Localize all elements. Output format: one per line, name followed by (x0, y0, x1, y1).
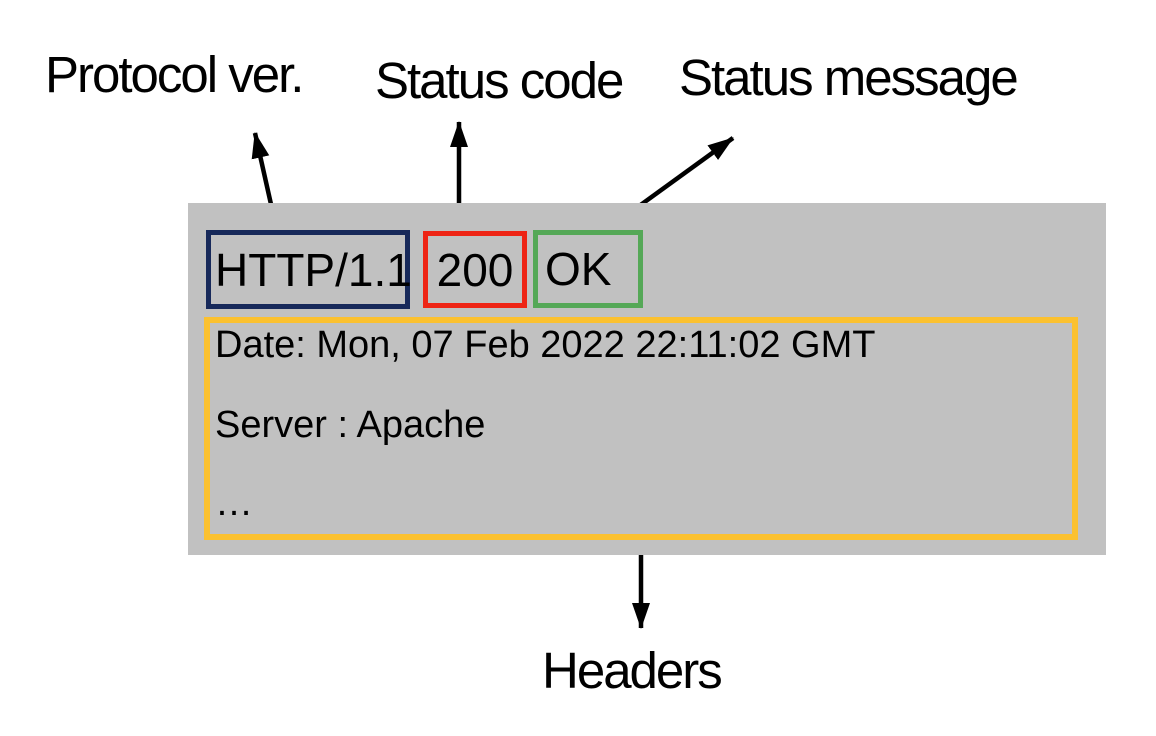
headers-box: Date: Mon, 07 Feb 2022 22:11:02 GMT Serv… (204, 317, 1078, 540)
status-code-value: 200 (436, 243, 514, 296)
protocol-version-box: HTTP/1.1 (206, 230, 412, 309)
status-message-box: OK (533, 230, 643, 308)
protocol-version-label: Protocol ver. (45, 46, 304, 103)
status-message-value: OK (545, 243, 612, 295)
protocol-version-value: HTTP/1.1 (215, 243, 412, 296)
header-line-date: Date: Mon, 07 Feb 2022 22:11:02 GMT (215, 324, 876, 366)
status-code-label: Status code (375, 52, 624, 109)
status-code-box: 200 (423, 231, 527, 308)
header-line-ellipsis: … (215, 482, 253, 524)
response-message-panel: HTTP/1.1 200 OK Date: Mon, 07 Feb 2022 2… (188, 203, 1106, 555)
header-line-server: Server : Apache (215, 404, 486, 446)
headers-label: Headers (542, 642, 723, 699)
status-message-label: Status message (679, 49, 1019, 106)
